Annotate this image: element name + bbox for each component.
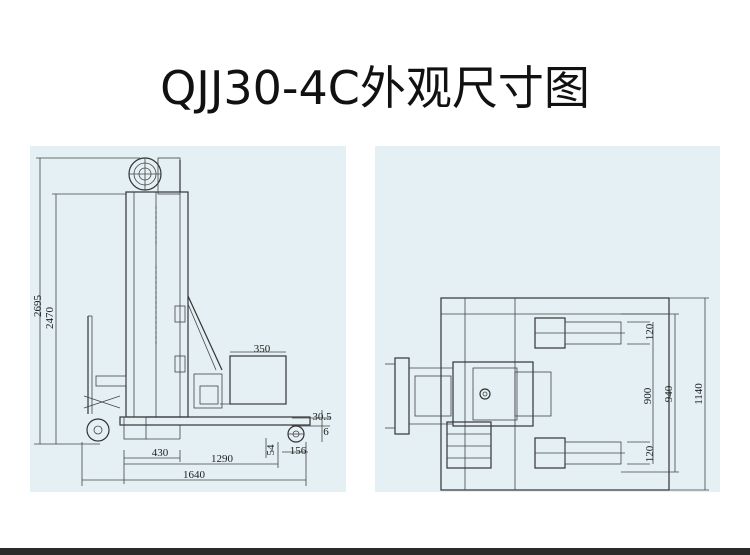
platform — [193, 355, 287, 409]
mast-section — [452, 361, 552, 427]
plan-view-drawing: 120 900 940 1140 120 — [385, 297, 709, 491]
side-view-panel: 2695 2470 350 30.5 6 430 1290 54 156 164… — [30, 146, 346, 492]
rear-wheel — [86, 418, 110, 442]
dim-1290: 1290 — [211, 453, 234, 465]
push-handle — [83, 315, 127, 414]
handle-plan — [385, 357, 453, 435]
dim-940: 940 — [663, 385, 675, 402]
dim-120-top: 120 — [644, 323, 656, 340]
front-wheel — [287, 425, 305, 443]
page-title: QJJ30-4C外观尺寸图 — [160, 61, 590, 115]
dimension-lines — [34, 157, 330, 486]
bottom-divider — [0, 548, 750, 555]
dimension-lines-plan — [621, 297, 709, 491]
dim-2695: 2695 — [32, 295, 44, 318]
dim-2470: 2470 — [44, 307, 56, 330]
dim-120-bottom: 120 — [644, 445, 656, 462]
upper-outrigger — [534, 317, 625, 349]
dim-6: 6 — [323, 426, 329, 438]
dim-900: 900 — [642, 387, 654, 404]
side-view-drawing: 2695 2470 350 30.5 6 430 1290 54 156 164… — [32, 157, 332, 486]
base-frame — [119, 416, 311, 440]
dim-156: 156 — [290, 445, 307, 457]
base-outline — [440, 297, 670, 491]
dim-54: 54 — [265, 444, 277, 456]
dim-350: 350 — [254, 343, 271, 355]
motor — [446, 421, 492, 469]
dim-1640: 1640 — [183, 469, 206, 481]
mast-brace — [174, 295, 223, 373]
dim-30-5: 30.5 — [312, 411, 332, 423]
dim-430: 430 — [152, 447, 169, 459]
plan-view-panel: 120 900 940 1140 120 — [375, 146, 720, 492]
dim-1140: 1140 — [693, 383, 705, 405]
lower-outrigger — [534, 437, 625, 469]
top-sheave — [128, 157, 181, 195]
mast — [125, 191, 189, 418]
